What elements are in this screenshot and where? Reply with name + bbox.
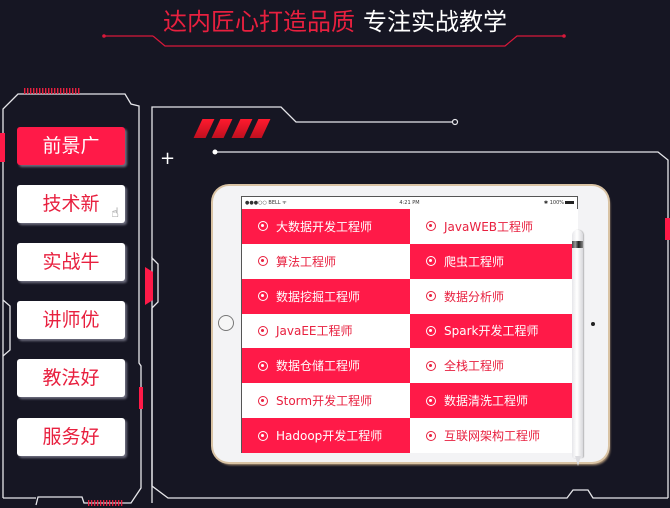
sidebar-item-label: 前景广 <box>42 135 100 157</box>
radio-dot-icon <box>258 291 268 302</box>
left-panel-frame <box>2 93 142 506</box>
pencil-band <box>572 241 583 248</box>
right-panel-frame <box>151 106 669 503</box>
radio-dot-icon <box>426 221 436 232</box>
radio-dot-icon <box>426 256 436 267</box>
left-edge-marker <box>0 133 5 162</box>
radio-dot-icon <box>426 430 436 441</box>
camera-icon <box>591 322 595 326</box>
battery-status: ✱ 100% <box>544 197 574 209</box>
sidebar-item-service[interactable]: 服务好 <box>17 418 125 456</box>
title-white-text: 专注实战教学 <box>363 8 507 36</box>
career-item[interactable]: 大数据开发工程师 <box>242 209 410 244</box>
pencil-tip <box>575 456 581 466</box>
line-end-ring <box>451 118 459 126</box>
crosshair-icon: + <box>160 148 176 169</box>
title-dot-left <box>102 34 106 38</box>
sidebar-item-teachers[interactable]: 讲师优 <box>17 301 125 339</box>
battery-icon <box>565 201 574 204</box>
sidebar-item-label: 技术新 <box>42 193 100 215</box>
sidebar-item-label: 实战牛 <box>42 251 100 273</box>
radio-dot-icon <box>426 360 436 371</box>
sidebar-item-practice[interactable]: 实战牛 <box>17 243 125 281</box>
radio-dot-icon <box>258 221 268 232</box>
career-item[interactable]: Hadoop开发工程师 <box>242 418 410 453</box>
left-panel-right-marker <box>139 387 143 409</box>
title-dot-right <box>562 34 566 38</box>
radio-dot-icon <box>258 325 268 336</box>
stylus-pencil <box>572 230 583 458</box>
hand-pointer-icon: ☝ <box>111 206 119 221</box>
sidebar-item-new-tech[interactable]: 技术新 ☝ <box>17 185 125 223</box>
career-item[interactable]: JavaEE工程师 <box>242 313 410 349</box>
radio-dot-icon <box>426 291 436 302</box>
sidebar-item-label: 服务好 <box>42 426 100 448</box>
left-top-ticks <box>24 88 80 94</box>
career-item[interactable]: 数据分析师 <box>410 278 578 314</box>
right-edge-marker <box>665 218 670 240</box>
career-item[interactable]: Spark开发工程师 <box>410 313 578 349</box>
sidebar-item-teaching-method[interactable]: 教法好 <box>17 359 125 397</box>
radio-dot-icon <box>426 395 436 406</box>
carrier-signal: ●●●○○ BELL ᯤ <box>245 200 287 206</box>
tablet-screen: ●●●○○ BELL ᯤ 4:21 PM ✱ 100% 大数据开发工程师 Jav… <box>241 196 578 453</box>
sidebar-item-label: 教法好 <box>42 367 100 389</box>
career-item[interactable]: JavaWEB工程师 <box>410 209 578 244</box>
career-item[interactable]: 全栈工程师 <box>410 348 578 384</box>
career-item[interactable]: 爬虫工程师 <box>410 243 578 279</box>
page-title: 达内匠心打造品质专注实战教学 <box>0 4 670 40</box>
radio-dot-icon <box>426 325 436 336</box>
radio-dot-icon <box>258 256 268 267</box>
career-item[interactable]: 数据清洗工程师 <box>410 383 578 419</box>
sidebar-item-prospects[interactable]: 前景广 <box>17 127 125 165</box>
career-item[interactable]: 互联网架构工程师 <box>410 418 578 453</box>
radio-dot-icon <box>258 395 268 406</box>
right-panel-left-marker <box>145 267 153 305</box>
sidebar-item-label: 讲师优 <box>42 309 100 331</box>
left-bottom-ticks <box>88 500 123 506</box>
career-grid: 大数据开发工程师 JavaWEB工程师 算法工程师 爬虫工程师 数据挖掘工程师 … <box>242 209 578 453</box>
line-start-dot <box>212 149 218 155</box>
radio-dot-icon <box>258 360 268 371</box>
title-underline <box>104 35 564 47</box>
career-item[interactable]: 数据仓储工程师 <box>242 348 410 384</box>
career-item[interactable]: 算法工程师 <box>242 243 410 279</box>
status-time: 4:21 PM <box>399 200 420 206</box>
radio-dot-icon <box>258 430 268 441</box>
status-bar: ●●●○○ BELL ᯤ 4:21 PM ✱ 100% <box>242 197 577 209</box>
career-item[interactable]: 数据挖掘工程师 <box>242 278 410 314</box>
title-red-text: 达内匠心打造品质 <box>163 8 355 36</box>
career-item[interactable]: Storm开发工程师 <box>242 383 410 419</box>
home-button-icon <box>218 315 234 331</box>
